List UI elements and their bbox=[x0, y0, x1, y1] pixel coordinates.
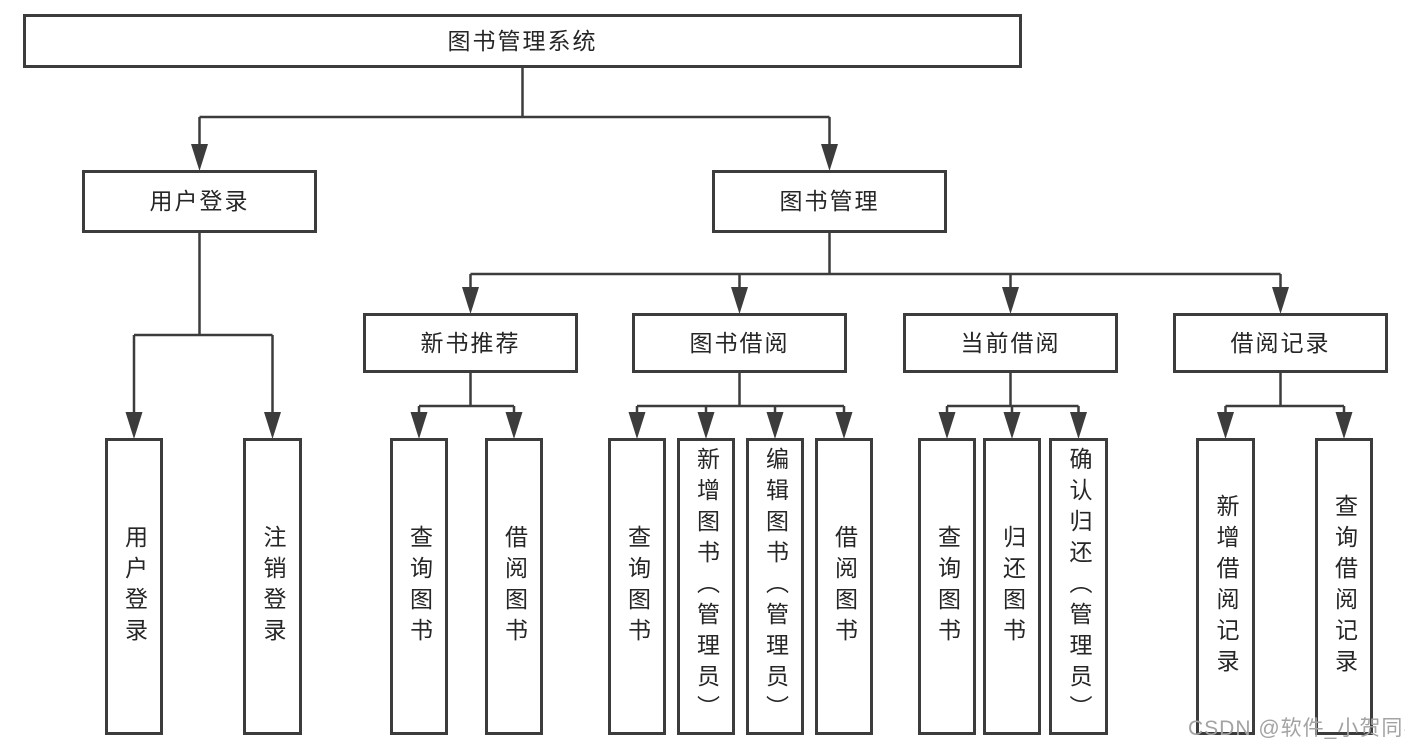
arrowhead-icon bbox=[697, 412, 715, 439]
arrowhead-icon bbox=[766, 412, 784, 439]
node-v-borrow-book-1: 借阅图书 bbox=[485, 438, 543, 735]
node-v-query-book-2: 查询图书 bbox=[608, 438, 666, 735]
arrowhead-icon bbox=[731, 287, 748, 314]
node-book-mgmt: 图书管理 bbox=[712, 170, 947, 233]
node-v-borrow-book-2: 借阅图书 bbox=[815, 438, 873, 735]
node-v-confirm-return: 确认归还（管理员） bbox=[1049, 438, 1108, 735]
node-v-query-book-1: 查询图书 bbox=[390, 438, 448, 735]
arrowhead-icon bbox=[628, 412, 646, 439]
arrowhead-icon bbox=[1335, 412, 1353, 439]
node-v-add-book: 新增图书（管理员） bbox=[677, 438, 735, 735]
node-borrow-record: 借阅记录 bbox=[1173, 313, 1388, 373]
node-new-book-rec: 新书推荐 bbox=[363, 313, 578, 373]
node-root: 图书管理系统 bbox=[23, 14, 1022, 68]
arrowhead-icon bbox=[125, 412, 143, 439]
node-book-borrow: 图书借阅 bbox=[632, 313, 847, 373]
node-v-logout: 注销登录 bbox=[243, 438, 302, 735]
arrowhead-icon bbox=[191, 144, 208, 171]
node-user-login: 用户登录 bbox=[82, 170, 317, 233]
arrowhead-icon bbox=[462, 287, 479, 314]
arrowhead-icon bbox=[1070, 412, 1087, 439]
arrowhead-icon bbox=[1272, 287, 1289, 314]
arrowhead-icon bbox=[835, 412, 853, 439]
arrowhead-icon bbox=[1003, 412, 1021, 439]
node-current-borrow: 当前借阅 bbox=[903, 313, 1118, 373]
node-v-return-book: 归还图书 bbox=[983, 438, 1041, 735]
node-v-query-record: 查询借阅记录 bbox=[1315, 438, 1373, 735]
arrowhead-icon bbox=[410, 412, 428, 439]
arrowhead-icon bbox=[821, 144, 838, 171]
node-v-query-book-3: 查询图书 bbox=[918, 438, 976, 735]
watermark: CSDN @软件_小贺同学 bbox=[1188, 717, 1405, 740]
node-v-user-login: 用户登录 bbox=[105, 438, 163, 735]
arrowhead-icon bbox=[505, 412, 523, 439]
arrowhead-icon bbox=[1217, 412, 1234, 439]
arrowhead-icon bbox=[1002, 287, 1019, 314]
arrowhead-icon bbox=[264, 412, 281, 439]
node-v-add-record: 新增借阅记录 bbox=[1196, 438, 1255, 735]
arrowhead-icon bbox=[938, 412, 956, 439]
node-v-edit-book: 编辑图书（管理员） bbox=[746, 438, 804, 735]
